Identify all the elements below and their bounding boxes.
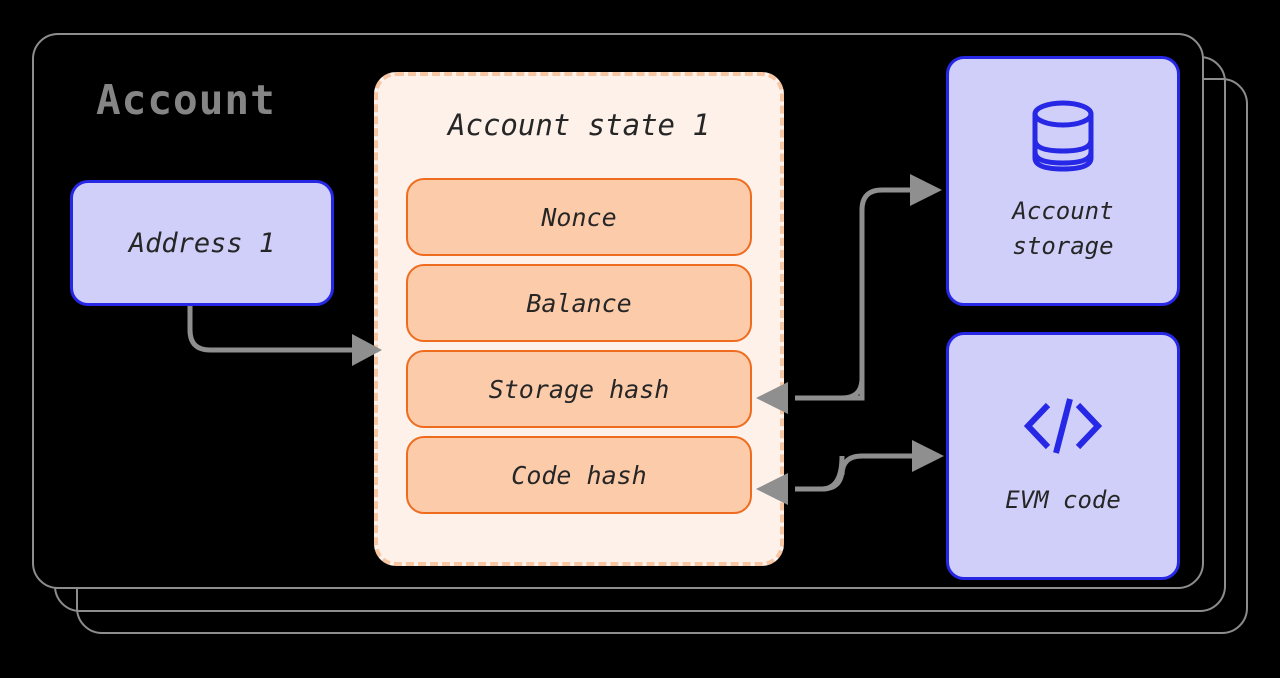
field-storage-hash[interactable]: Storage hash	[406, 350, 752, 428]
field-storage-hash-label: Storage hash	[488, 374, 670, 404]
field-code-hash[interactable]: Code hash	[406, 436, 752, 514]
field-balance-label: Balance	[526, 288, 632, 318]
account-storage-label: Account storage	[1012, 194, 1113, 264]
account-storage-label-line2: storage	[1012, 232, 1114, 260]
account-state-field-list: Nonce Balance Storage hash Code hash	[406, 178, 752, 514]
database-icon	[1027, 98, 1099, 176]
address-box[interactable]: Address 1	[70, 180, 334, 306]
field-nonce[interactable]: Nonce	[406, 178, 752, 256]
account-state-panel: Account state 1 Nonce Balance Storage ha…	[374, 72, 784, 566]
account-storage-label-line1: Account	[1012, 197, 1114, 226]
account-state-title: Account state 1	[448, 108, 710, 142]
evm-code-box[interactable]: EVM code	[946, 332, 1180, 580]
page-title: Account	[96, 76, 276, 124]
evm-code-label-line1: EVM code	[1005, 485, 1121, 514]
field-balance[interactable]: Balance	[406, 264, 752, 342]
evm-code-label: EVM code	[1005, 483, 1121, 518]
field-nonce-label: Nonce	[541, 202, 617, 232]
code-icon	[1022, 395, 1104, 457]
field-code-hash-label: Code hash	[511, 460, 647, 490]
account-storage-box[interactable]: Account storage	[946, 56, 1180, 306]
address-box-label: Address 1	[128, 227, 276, 259]
